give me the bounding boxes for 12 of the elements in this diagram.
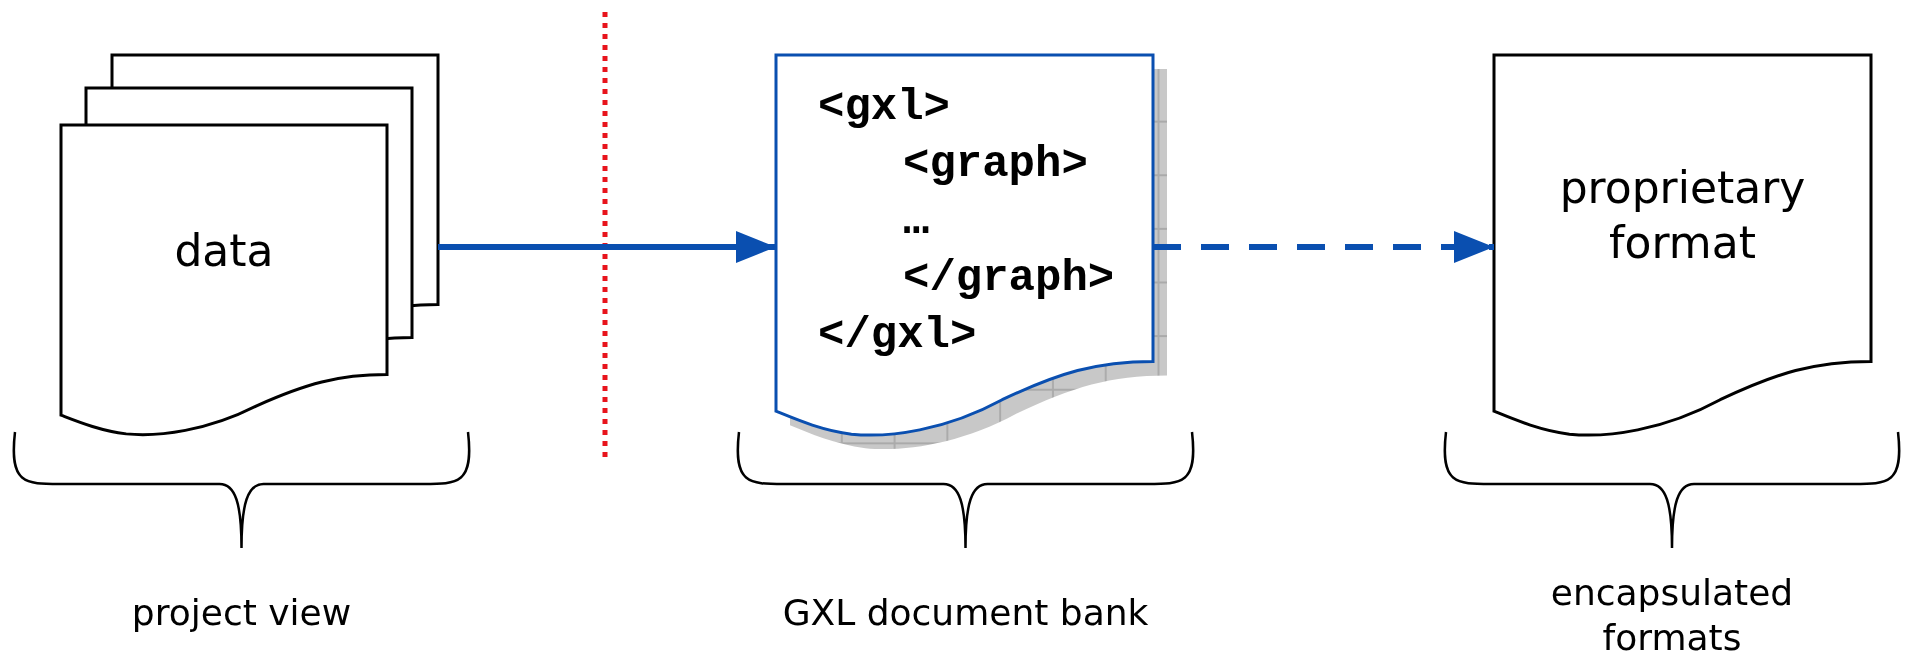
caption-text: GXL document bank	[782, 591, 1149, 635]
code-line: <gxl>	[818, 82, 951, 132]
code-line: </gxl>	[818, 310, 977, 360]
caption-text: project view	[131, 591, 352, 635]
arrow	[438, 231, 776, 263]
caption-text: encapsulated formats	[1549, 571, 1795, 660]
code-line: </graph>	[903, 253, 1115, 303]
code-line: <graph>	[903, 139, 1088, 189]
arrow	[1153, 231, 1494, 263]
node-text: data	[174, 223, 274, 278]
code-line: …	[903, 196, 930, 246]
node-text: proprietary format	[1558, 161, 1807, 270]
